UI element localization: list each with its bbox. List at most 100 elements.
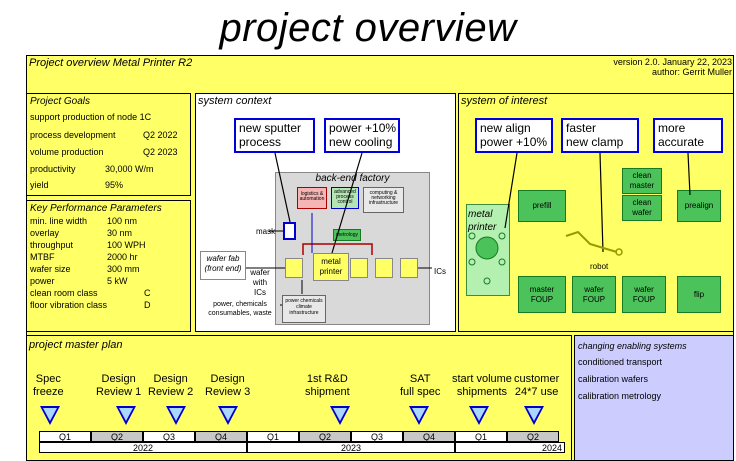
proc-station [285,258,303,278]
kpp-value: 2000 hr [107,252,138,262]
callout-cooling-pointer [331,152,363,254]
master-plan-title: project master plan [29,339,123,351]
milestone-l1: Design [153,373,188,385]
callout-sputter-l1: new sputter [239,121,302,135]
enabling-item: calibration wafers [578,374,649,384]
goal-row: yield [30,180,49,190]
logistics-box: logistics & automation [297,187,327,209]
quarter-cell: Q2 [507,431,559,442]
callout-sputter-l2: process [239,135,282,149]
callout-clamp: faster new clamp [561,118,639,153]
kpp-label: clean room class [30,288,98,298]
milestone-l1: Spec [35,373,61,385]
quarter-cell: Q2 [91,431,143,442]
callout-clamp-pointer [599,152,604,253]
milestone-marker [409,406,429,425]
callout-clamp-l1: faster [566,121,597,135]
milestone-l2: full spec [400,386,441,398]
callout-accurate-l2: accurate [658,135,705,149]
goal-value: 95% [105,180,124,190]
callout-clamp-l2: new clamp [566,135,624,149]
metrology-box: metrology [333,229,361,241]
year-cell: 2024 [455,442,565,453]
kpp-value: C [144,288,151,298]
milestone-l2: freeze [33,386,64,398]
callout-align-l1: new align [480,121,531,135]
header-left: Project overview Metal Printer R2 [29,57,193,69]
project-goals-panel: Project Goals support production of node… [26,93,191,196]
system-of-interest-title: system of interest [461,95,548,107]
process-control-box: advanced process control [331,187,359,209]
kpp-label: MTBF [30,252,55,262]
stage-port-icon [498,258,506,266]
goal-row: process development [30,130,116,140]
milestone-marker [116,406,136,425]
stage-port-icon [483,277,491,285]
kpp-title: Key Performance Parameters [30,203,162,214]
kpp-label: floor vibration class [30,300,108,310]
milestone-l2: 24*7 use [514,386,559,398]
computing-box: computing & networking infrastructure [363,187,404,213]
milestone-marker [40,406,60,425]
kpp-value: D [144,300,151,310]
quarter-cell: Q4 [403,431,455,442]
enabling-systems-panel: changing enabling systems conditioned tr… [574,335,734,461]
goal-label: support production of node 1C [30,112,152,122]
wafer-fab-box [200,251,246,280]
power-infra-box: power chemicals climate infrastructure [282,295,326,323]
quarter-cell: Q3 [143,431,195,442]
callout-accurate-l1: more [658,121,686,135]
callout-accurate: more accurate [653,118,723,153]
kpp-value: 300 mm [107,264,140,274]
kpp-label: wafer size [30,264,71,274]
kpp-panel: Key Performance Parameters min. line wid… [26,200,191,332]
ics-label: ICs [434,267,446,276]
header-version: version 2.0. January 22, 2023 [613,57,732,67]
robot-arm-icon [565,230,618,253]
callout-cooling: power +10% new cooling [324,118,400,153]
milestone-l1: SAT [409,373,431,385]
goal-value: Q2 2023 [143,147,178,157]
callout-align-pointer [504,152,518,229]
goal-label: yield [30,180,49,190]
master-foup-module: master FOUP [518,276,566,313]
quarter-cell: Q1 [247,431,299,442]
kpp-label: throughput [30,240,74,250]
milestone-marker [524,406,544,425]
kpp-value: 100 nm [107,216,138,226]
enabling-item: conditioned transport [578,357,663,367]
quarter-cell: Q3 [351,431,403,442]
kpp-label: min. line width [30,216,88,226]
quarter-cell: Q2 [299,431,351,442]
milestone-l1: 1st R&D [306,373,348,385]
callout-cooling-l1: power +10% [329,121,397,135]
wafer-fab-label: wafer fab (front end) [204,254,242,273]
callout-accurate-pointer [687,152,691,196]
callout-sputter-pointer [274,152,291,223]
back-end-factory-label: back-end factory [315,173,390,184]
stage-port-icon [468,232,476,240]
milestone-l2: shipment [305,386,350,398]
page-title: project overview [219,6,517,50]
goal-row: volume production [30,147,104,157]
callout-align-l2: power +10% [480,135,548,149]
mask-box [283,222,296,240]
proc-station [400,258,418,278]
quarter-cell: Q1 [39,431,91,442]
stage-port-icon [468,258,476,266]
kpp-label: overlay [30,228,60,238]
metal-printer-module-label: metal printer [468,209,497,233]
wafer-foup-module: wafer FOUP [572,276,616,313]
robot-label: robot [590,262,609,271]
goal-value: 30,000 W/m [105,164,154,174]
wafer-with-ics-label: wafer with ICs [250,268,270,297]
year-cell: 2023 [247,442,455,453]
milestone-l2: shipments [456,386,508,398]
header-author: author: Gerrit Muller [651,67,732,77]
